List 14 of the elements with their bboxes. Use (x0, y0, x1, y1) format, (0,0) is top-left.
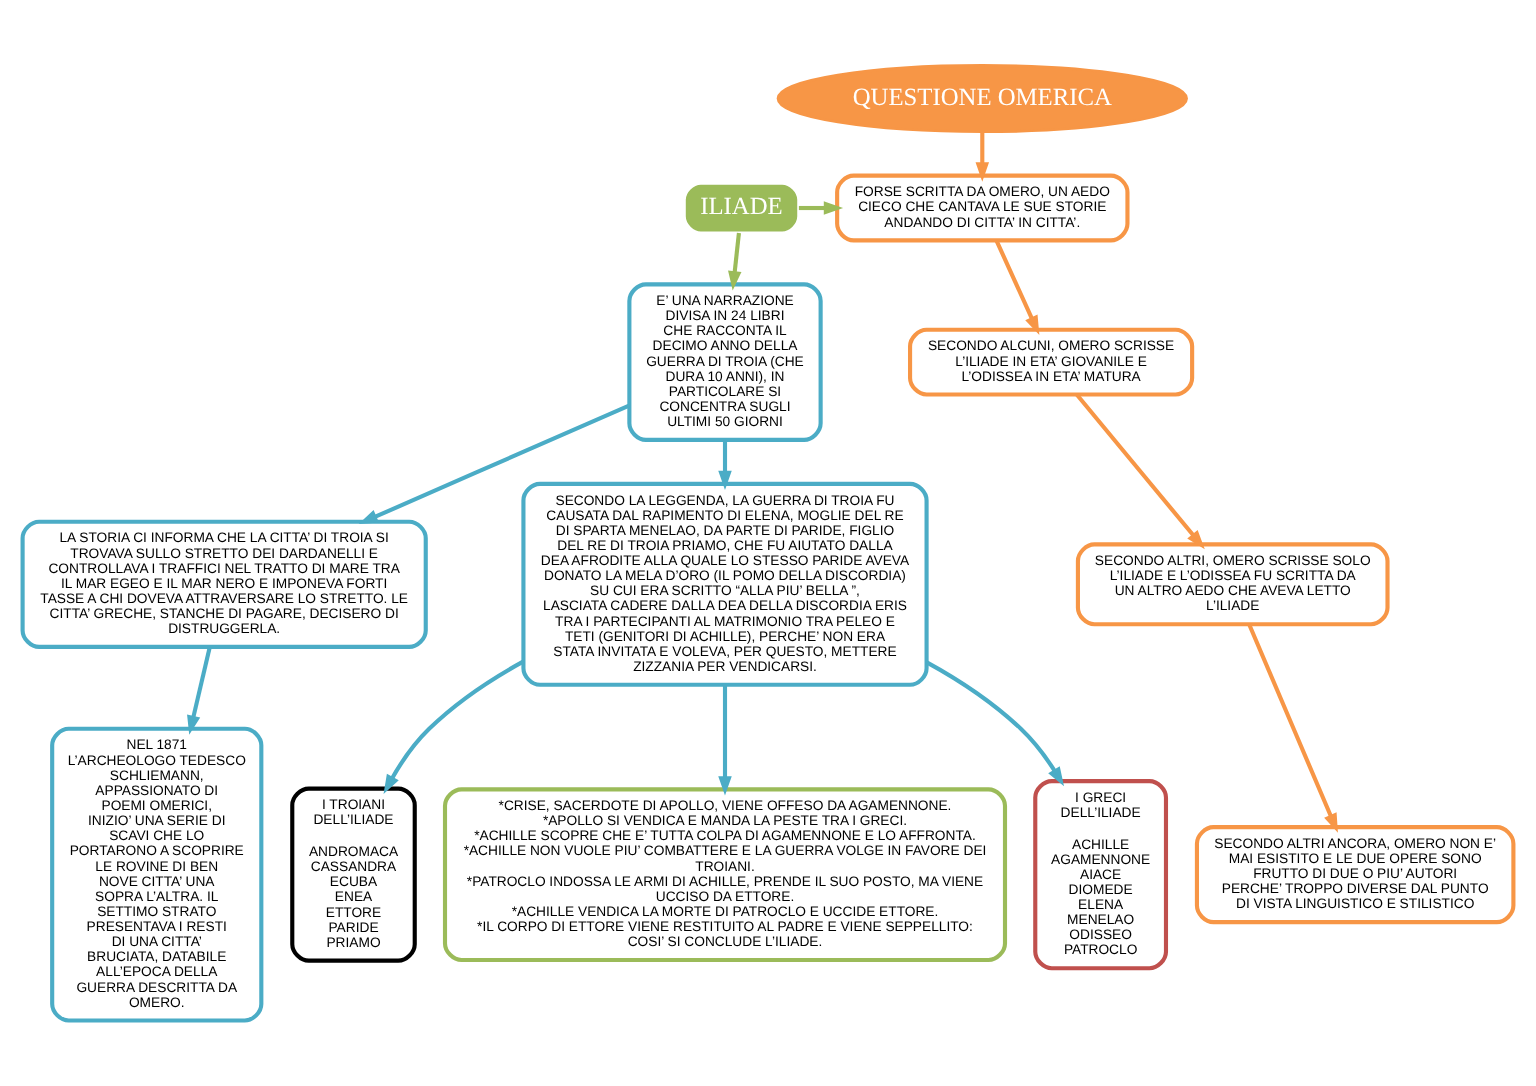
arrow (1075, 393, 1205, 550)
node-box: ILIADE (683, 181, 800, 235)
arrow (358, 403, 630, 525)
arrow (187, 646, 212, 735)
arrow (925, 660, 1064, 787)
arrow (994, 239, 1040, 335)
node-ellipse: QUESTIONE OMERICA (776, 64, 1188, 134)
arrow (718, 440, 732, 491)
arrow (798, 201, 844, 215)
arrow (383, 659, 525, 794)
arrow (718, 685, 732, 796)
arrow (728, 232, 742, 291)
arrow (975, 131, 990, 182)
arrow (1247, 623, 1338, 833)
